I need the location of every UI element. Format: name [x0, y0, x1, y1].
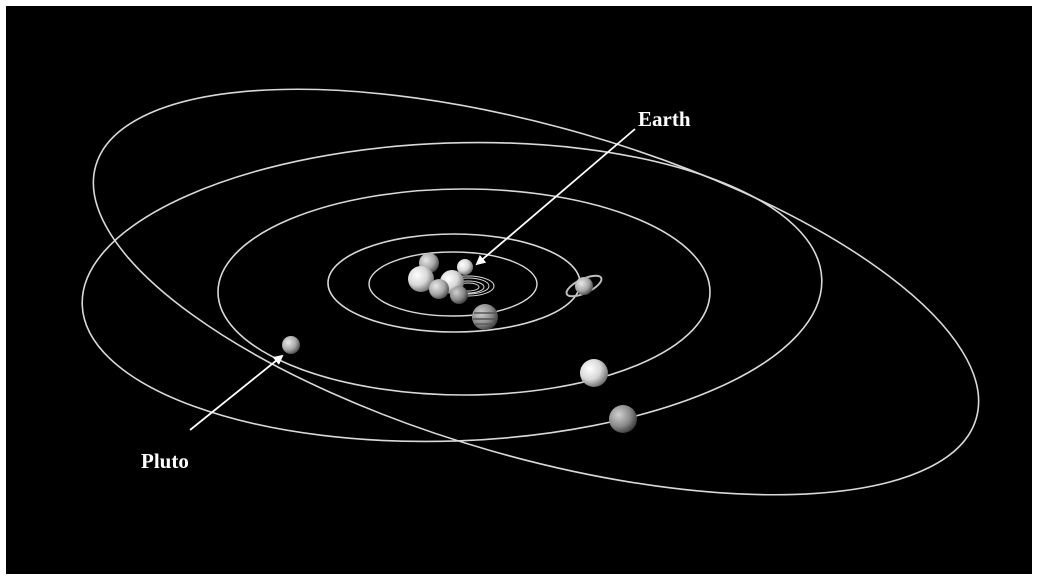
orbit-jupiter [368, 251, 538, 317]
planet [408, 266, 434, 292]
pluto-label: Pluto [141, 449, 189, 473]
diagram-canvas [81, 88, 980, 496]
planet-pluto [282, 336, 300, 354]
earth-label: Earth [638, 107, 691, 131]
planet [450, 286, 468, 304]
orbit-uranus [217, 188, 711, 396]
pluto-arrow [189, 354, 284, 431]
planet-uranus [580, 359, 608, 387]
inner-planet-cluster [408, 253, 498, 330]
planet-saturn [565, 274, 603, 298]
planet [472, 304, 498, 330]
orbit-pluto [92, 88, 980, 496]
planet [429, 279, 449, 299]
solar-system-diagram: Earth Pluto [6, 6, 1032, 574]
orbit-neptune [81, 141, 823, 443]
planet-earth [457, 259, 473, 275]
earth-arrow [475, 128, 636, 266]
planet-neptune [609, 405, 637, 433]
